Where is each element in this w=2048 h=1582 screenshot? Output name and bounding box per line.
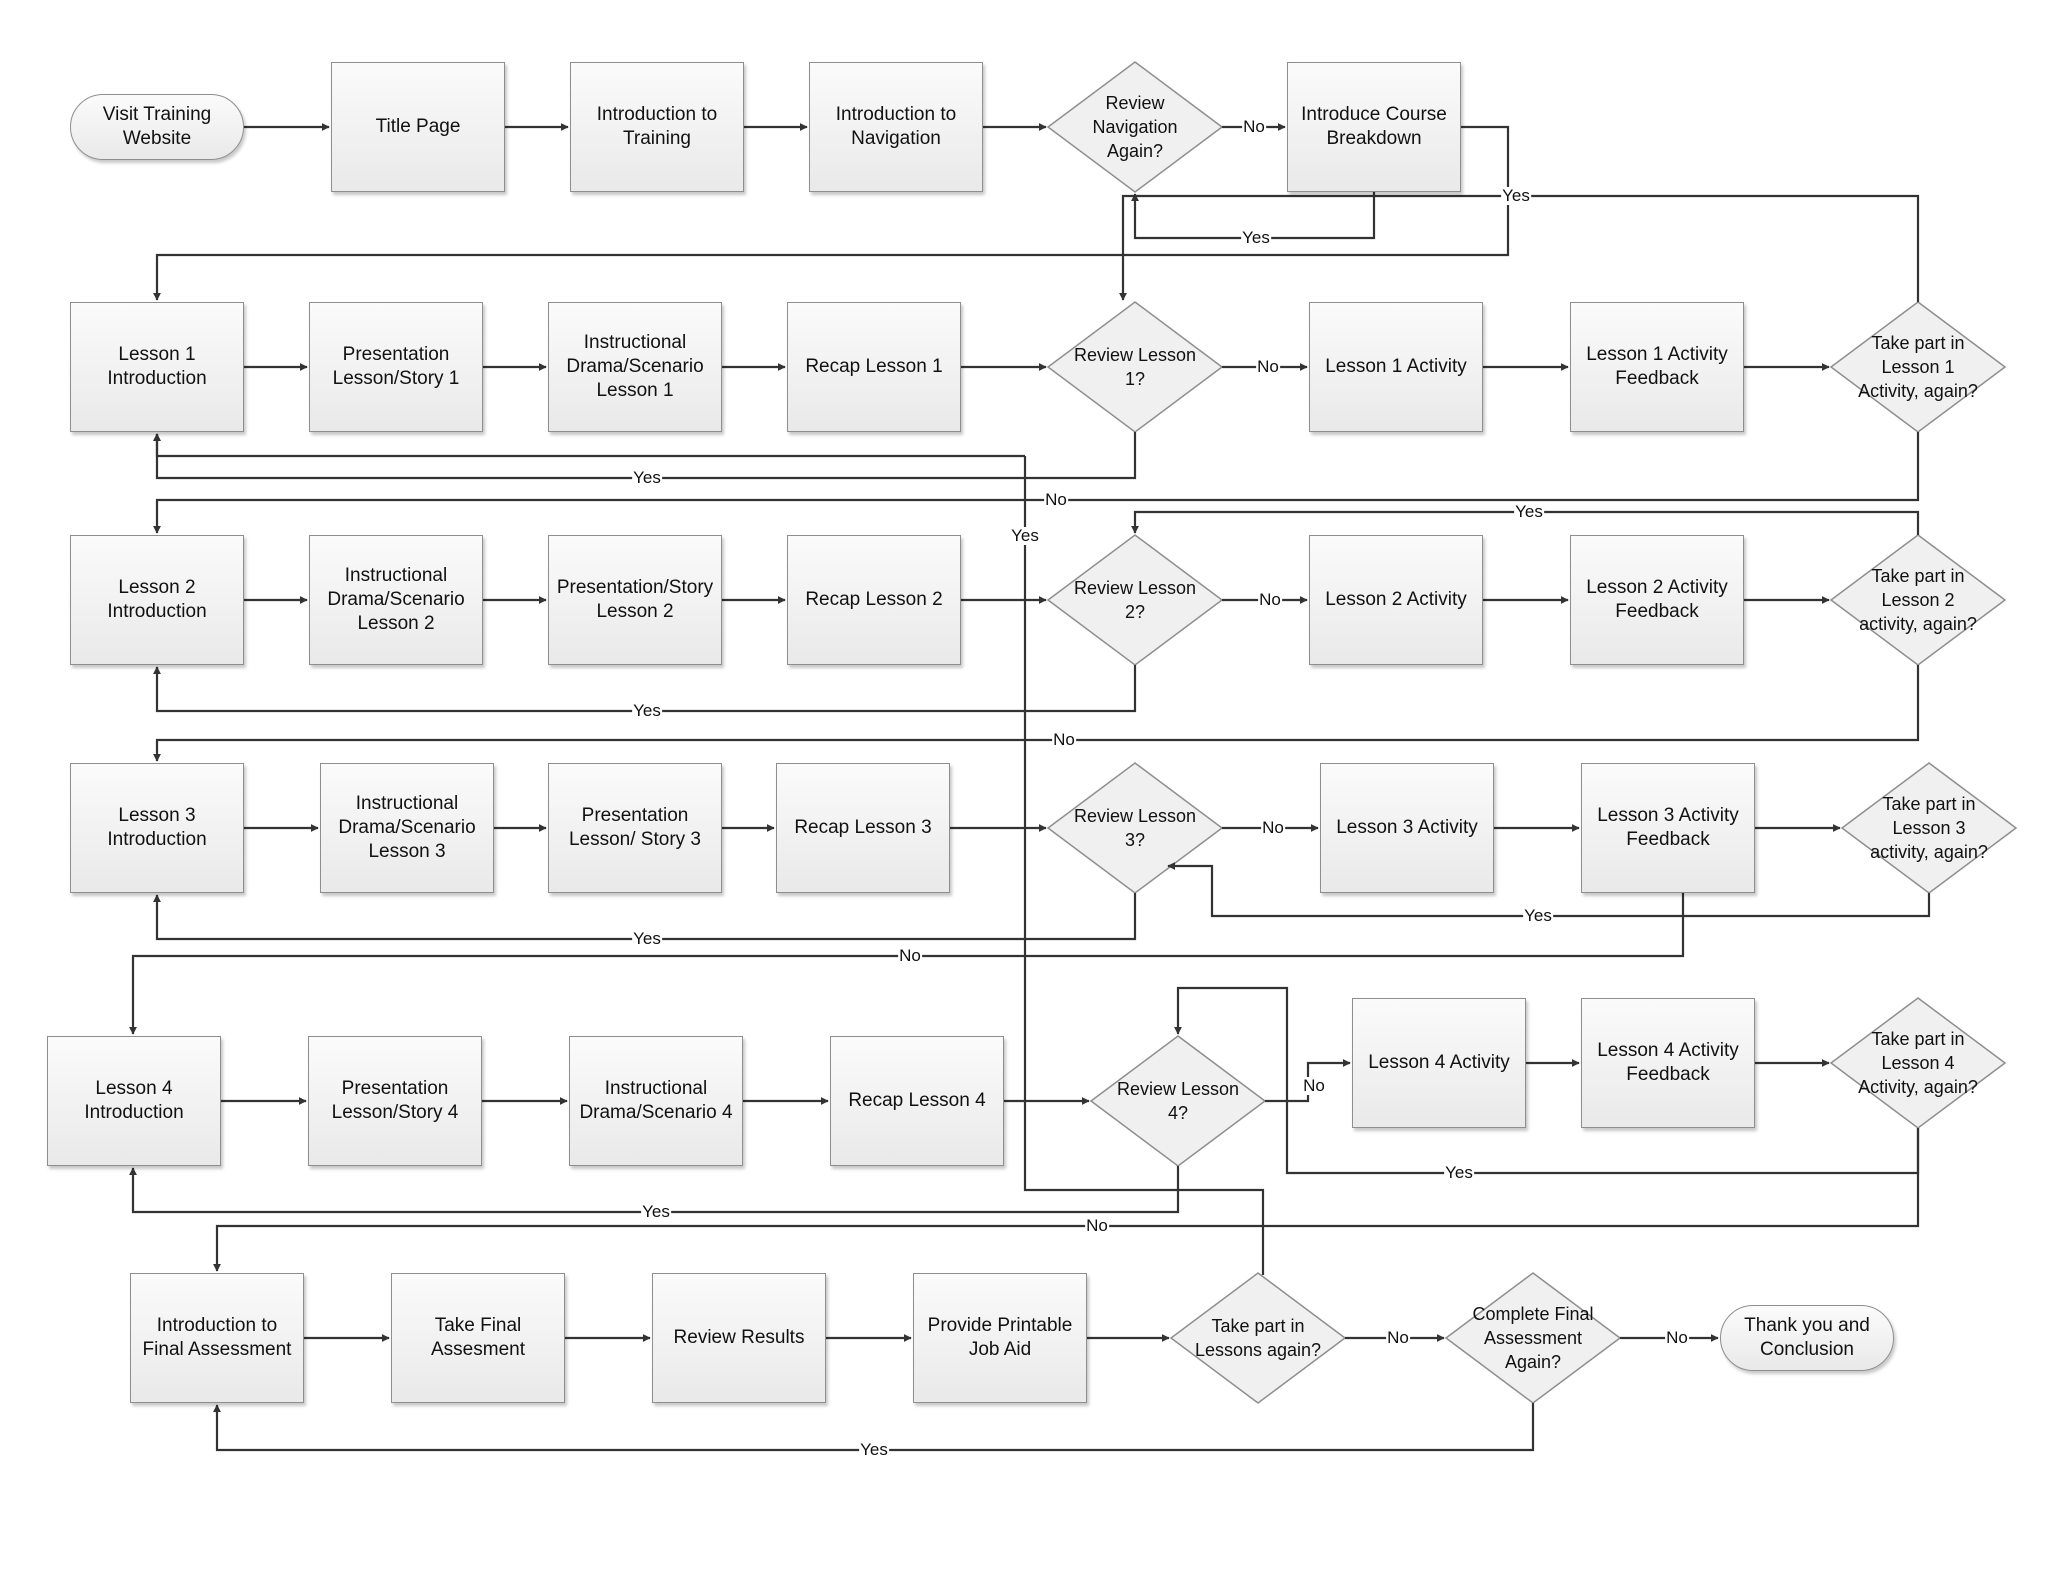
provide-printable-job-aid-node: Provide Printable Job Aid [913, 1273, 1087, 1403]
lesson-2-drama-scenario-node: Instructional Drama/Scenario Lesson 2 [309, 535, 483, 665]
lesson-3-activity-feedback-node: Lesson 3 Activity Feedback [1581, 763, 1755, 893]
edge-l4again-no-final [213, 1128, 1920, 1272]
thank-you-conclusion-node: Thank you and Conclusion [1720, 1305, 1894, 1371]
review-navigation-again-diamond [1046, 61, 1224, 193]
label-no-lesson1-again: No [1044, 490, 1068, 509]
lesson-1-presentation-node: Presentation Lesson/Story 1 [309, 302, 483, 432]
label-yes-lesson2-again: Yes [1514, 502, 1544, 521]
edge-l1again-no-lesson2 [153, 432, 1920, 534]
label-no-lesson3-again: No [898, 946, 922, 965]
lesson-1-activity-feedback-node: Lesson 1 Activity Feedback [1570, 302, 1744, 432]
lesson-2-introduction-node: Lesson 2 Introduction [70, 535, 244, 665]
edge-l3again-yes-review3 [1167, 862, 1931, 918]
label-no-final-again: No [1665, 1328, 1689, 1347]
label-no-review-1: No [1256, 357, 1280, 376]
review-results-node: Review Results [652, 1273, 826, 1403]
take-final-assessment-node: Take Final Assesment [391, 1273, 565, 1403]
label-no-review-nav: No [1242, 117, 1266, 136]
label-yes-review-3: Yes [632, 929, 662, 948]
lesson-3-drama-scenario-node: Instructional Drama/Scenario Lesson 3 [320, 763, 494, 893]
edge-lessons-again-yes-bus [1023, 456, 1265, 1275]
lesson-4-drama-scenario-node: Instructional Drama/Scenario 4 [569, 1036, 743, 1166]
label-yes-breakdown: Yes [1241, 228, 1271, 247]
label-yes-review-1: Yes [632, 468, 662, 487]
edge-breakdown-lesson1 [153, 125, 1510, 301]
label-yes-lesson4-again: Yes [1444, 1163, 1474, 1182]
edge-return-lesson1 [153, 433, 1025, 458]
label-no-lesson4-again: No [1085, 1216, 1109, 1235]
lesson-2-recap-node: Recap Lesson 2 [787, 535, 961, 665]
lesson-1-drama-scenario-node: Instructional Drama/Scenario Lesson 1 [548, 302, 722, 432]
lesson-3-introduction-node: Lesson 3 Introduction [70, 763, 244, 893]
edge-l2again-no-lesson3 [153, 665, 1920, 762]
lesson-2-activity-feedback-node: Lesson 2 Activity Feedback [1570, 535, 1744, 665]
lesson-1-introduction-node: Lesson 1 Introduction [70, 302, 244, 432]
introduction-to-navigation-node: Introduction to Navigation [809, 62, 983, 192]
lesson-4-introduction-node: Lesson 4 Introduction [47, 1036, 221, 1166]
label-no-review-4: No [1302, 1076, 1326, 1095]
label-no-review-2: No [1258, 590, 1282, 609]
lesson-3-presentation-node: Presentation Lesson/ Story 3 [548, 763, 722, 893]
lesson-4-presentation-node: Presentation Lesson/Story 4 [308, 1036, 482, 1166]
introduce-course-breakdown-node: Introduce Course Breakdown [1287, 62, 1461, 192]
label-yes-return-lesson1: Yes [1010, 526, 1040, 545]
lesson-3-recap-node: Recap Lesson 3 [776, 763, 950, 893]
lesson-4-recap-node: Recap Lesson 4 [830, 1036, 1004, 1166]
lesson-4-activity-feedback-node: Lesson 4 Activity Feedback [1581, 998, 1755, 1128]
lesson-3-activity-node: Lesson 3 Activity [1320, 763, 1494, 893]
lesson-1-recap-node: Recap Lesson 1 [787, 302, 961, 432]
lesson-4-activity-node: Lesson 4 Activity [1352, 998, 1526, 1128]
label-no-lessons-again: No [1386, 1328, 1410, 1347]
title-page-node: Title Page [331, 62, 505, 192]
lessons-again-diamond [1169, 1272, 1347, 1404]
label-yes-lesson1-again: Yes [1501, 186, 1531, 205]
lesson-1-activity-node: Lesson 1 Activity [1309, 302, 1483, 432]
final-assessment-introduction-node: Introduction to Final Assessment [130, 1273, 304, 1403]
lesson-2-activity-node: Lesson 2 Activity [1309, 535, 1483, 665]
label-yes-lesson3-again: Yes [1523, 906, 1553, 925]
label-no-review-3: No [1261, 818, 1285, 837]
label-no-lesson2-again: No [1052, 730, 1076, 749]
label-yes-review-2: Yes [632, 701, 662, 720]
visit-training-website-node: Visit Training Website [70, 94, 244, 160]
label-yes-review-4: Yes [641, 1202, 671, 1221]
introduction-to-training-node: Introduction to Training [570, 62, 744, 192]
label-yes-final-again: Yes [859, 1440, 889, 1459]
lesson-2-presentation-node: Presentation/Story Lesson 2 [548, 535, 722, 665]
